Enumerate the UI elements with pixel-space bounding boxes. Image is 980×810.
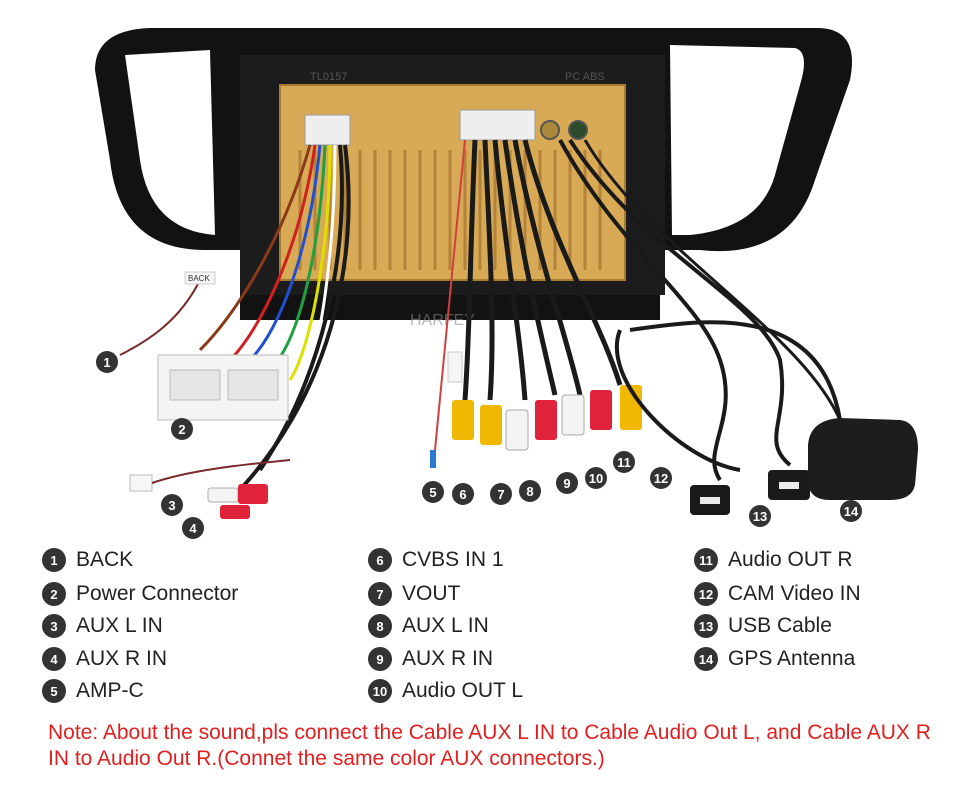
amp-c-wire <box>434 139 466 451</box>
legend-number: 8 <box>368 614 392 638</box>
main-board <box>279 84 626 281</box>
legend-label: Audio OUT R <box>728 548 853 571</box>
legend-number: 11 <box>694 548 718 572</box>
legend-item-3: 3 AUX L IN <box>42 612 163 640</box>
callout-12: 12 <box>650 467 672 489</box>
legend-number: 3 <box>42 614 66 638</box>
back-wire <box>119 279 201 356</box>
legend-number: 13 <box>694 614 718 638</box>
legend-number: 4 <box>42 647 66 671</box>
gps-cable <box>583 139 842 421</box>
callout-14: 14 <box>840 500 862 522</box>
legend-item-4: 4 AUX R IN <box>42 645 167 673</box>
rca-plugs-middle <box>452 385 642 451</box>
usb-plug-1-port <box>700 497 720 504</box>
legend-item-1: 1 BACK <box>42 546 133 574</box>
legend-label: VOUT <box>402 582 461 605</box>
callout-10: 10 <box>585 467 607 489</box>
legend-item-6: 6 CVBS IN 1 <box>368 546 504 574</box>
callout-6: 6 <box>452 483 474 505</box>
legend-item-12: 12 CAM Video IN <box>694 580 861 608</box>
legend-number: 14 <box>694 647 718 671</box>
legend-number: 1 <box>42 548 66 572</box>
amp-c-tip <box>430 450 436 468</box>
gps-port <box>540 120 560 140</box>
power-connector-socket-b <box>227 369 279 401</box>
middle-harness-wires <box>462 139 623 401</box>
callout-8: 8 <box>519 480 541 502</box>
legend-item-8: 8 AUX L IN <box>368 612 489 640</box>
callout-2: 2 <box>171 418 193 440</box>
watermark: HARFEY <box>410 312 475 329</box>
callout-4: 4 <box>182 517 204 539</box>
board-label-model: TL0157 <box>310 71 347 83</box>
board-label-material: PC ABS <box>565 71 605 83</box>
legend-number: 12 <box>694 582 718 606</box>
legend-label: GPS Antenna <box>728 647 856 670</box>
legend-label: CAM Video IN <box>728 582 861 605</box>
callout-9: 9 <box>556 472 578 494</box>
amp-wire <box>151 459 291 484</box>
legend-label: Audio OUT L <box>402 679 524 702</box>
legend-label: CVBS IN 1 <box>402 548 504 571</box>
legend-item-9: 9 AUX R IN <box>368 645 493 673</box>
legend-number: 9 <box>368 647 392 671</box>
callout-1: 1 <box>96 351 118 373</box>
callout-11: 11 <box>613 451 635 473</box>
legend-label: BACK <box>76 548 134 571</box>
legend-item-5: 5 AMP-C <box>42 677 144 705</box>
left-harness-wires <box>198 144 351 502</box>
callout-13: 13 <box>749 505 771 527</box>
gps-antenna-body <box>808 418 918 500</box>
legend-label: AUX L IN <box>76 614 163 637</box>
legend-label: AUX R IN <box>76 647 168 670</box>
legend-label: AUX L IN <box>402 614 489 637</box>
legend-number: 7 <box>368 582 392 606</box>
legend-item-13: 13 USB Cable <box>694 612 832 640</box>
legend-number: 5 <box>42 679 66 703</box>
callout-5: 5 <box>422 481 444 503</box>
bezel-cutout-right <box>670 45 804 235</box>
legend-number: 2 <box>42 582 66 606</box>
antenna-port <box>568 120 588 140</box>
legend-label: USB Cable <box>728 614 832 637</box>
usb-cables <box>558 138 842 482</box>
bezel-cutout-left <box>125 50 215 235</box>
usb-plug-2-port <box>779 482 799 489</box>
board-connector-left <box>304 114 351 146</box>
amp-small-connector <box>129 474 153 492</box>
legend-item-7: 7 VOUT <box>368 580 460 608</box>
back-tag <box>184 271 216 285</box>
legend-item-11: 11 Audio OUT R <box>694 546 853 574</box>
legend-item-2: 2 Power Connector <box>42 580 238 608</box>
legend-number: 6 <box>368 548 392 572</box>
back-tag-label: BACK <box>188 274 210 283</box>
power-connector-socket-a <box>169 369 221 401</box>
board-connector-middle <box>459 109 536 141</box>
head-unit-wiring-photo: TL0157 PC ABS HARFEY BACK <box>95 28 918 519</box>
amp-c-tag <box>447 351 463 383</box>
callout-3: 3 <box>161 494 183 516</box>
rca-pair-left <box>207 484 268 519</box>
legend-label: AMP-C <box>76 679 144 702</box>
legend-item-14: 14 GPS Antenna <box>694 645 855 673</box>
wiring-note: Note: About the sound,pls connect the Ca… <box>48 721 931 770</box>
legend-label: AUX R IN <box>402 647 494 670</box>
legend-item-10: 10 Audio OUT L <box>368 677 523 705</box>
legend-number: 10 <box>368 679 392 703</box>
legend-label: Power Connector <box>76 582 239 605</box>
callout-7: 7 <box>490 483 512 505</box>
